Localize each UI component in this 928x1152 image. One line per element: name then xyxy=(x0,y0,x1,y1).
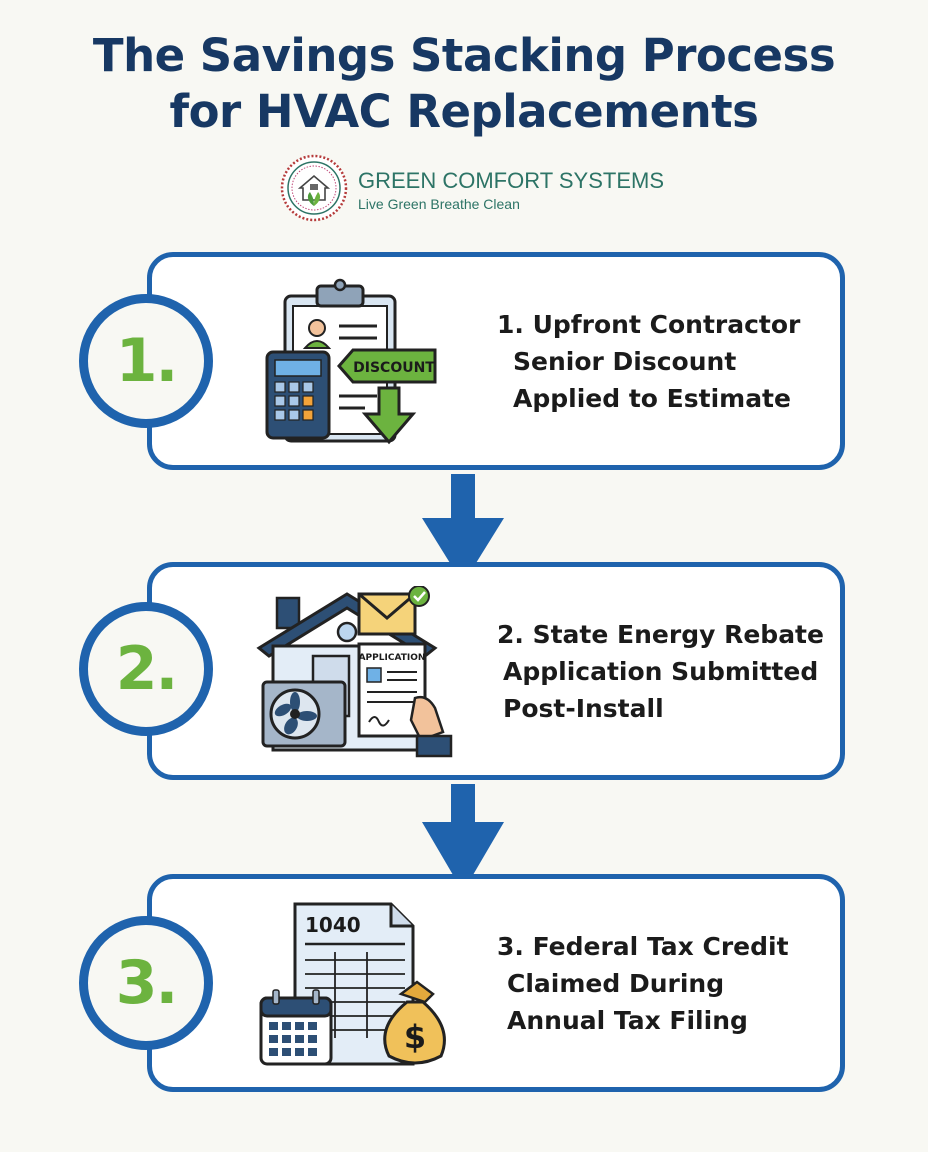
step-number: 1. xyxy=(115,326,179,396)
step-label-line: 1. Upfront Contractor xyxy=(497,310,801,339)
step-label-line: Post-Install xyxy=(503,694,664,723)
house-rebate-application-icon: APPLICATION xyxy=(256,586,453,758)
step-label-line: Claimed During xyxy=(507,969,725,998)
tax-form-number: 1040 xyxy=(305,913,361,937)
step-label-3: 3. Federal Tax Credit Claimed During Ann… xyxy=(497,928,847,1039)
brand-tagline: Live Green Breathe Clean xyxy=(358,196,520,212)
brand-logo: GREEN COMFORT SYSTEMS Live Green Breathe… xyxy=(280,154,664,224)
tax-form-calendar-money-icon: 1040 $ xyxy=(259,902,446,1066)
step-number-badge-2: 2. xyxy=(79,602,213,736)
title-line-1: The Savings Stacking Process xyxy=(92,29,836,82)
brand-name: GREEN COMFORT SYSTEMS xyxy=(358,168,665,193)
clipboard-calculator-discount-icon: DISCOUNT xyxy=(265,278,437,445)
step-card-1 xyxy=(147,252,845,470)
title-line-2: for HVAC Replacements xyxy=(169,85,759,138)
step-number-badge-1: 1. xyxy=(79,294,213,428)
application-form-text: APPLICATION xyxy=(359,653,426,663)
step-label-line: Application Submitted xyxy=(503,657,819,686)
step-label-line: Applied to Estimate xyxy=(513,384,791,413)
down-arrow-2-icon xyxy=(422,784,504,892)
step-label-line: Annual Tax Filing xyxy=(507,1006,748,1035)
step-number: 3. xyxy=(115,948,179,1018)
step-label-2: 2. State Energy Rebate Application Submi… xyxy=(497,616,847,727)
step-number: 2. xyxy=(115,634,179,704)
step-number-badge-3: 3. xyxy=(79,916,213,1050)
page-title: The Savings Stacking Process for HVAC Re… xyxy=(0,28,928,140)
step-label-line: 3. Federal Tax Credit xyxy=(497,932,789,961)
green-house-seal-icon xyxy=(280,154,348,222)
down-arrow-1-icon xyxy=(422,474,504,584)
dollar-sign: $ xyxy=(404,1018,426,1056)
step-label-line: Senior Discount xyxy=(513,347,737,376)
step-label-line: 2. State Energy Rebate xyxy=(497,620,824,649)
step-label-1: 1. Upfront Contractor Senior Discount Ap… xyxy=(497,306,847,417)
discount-tag-text: DISCOUNT xyxy=(353,360,435,376)
